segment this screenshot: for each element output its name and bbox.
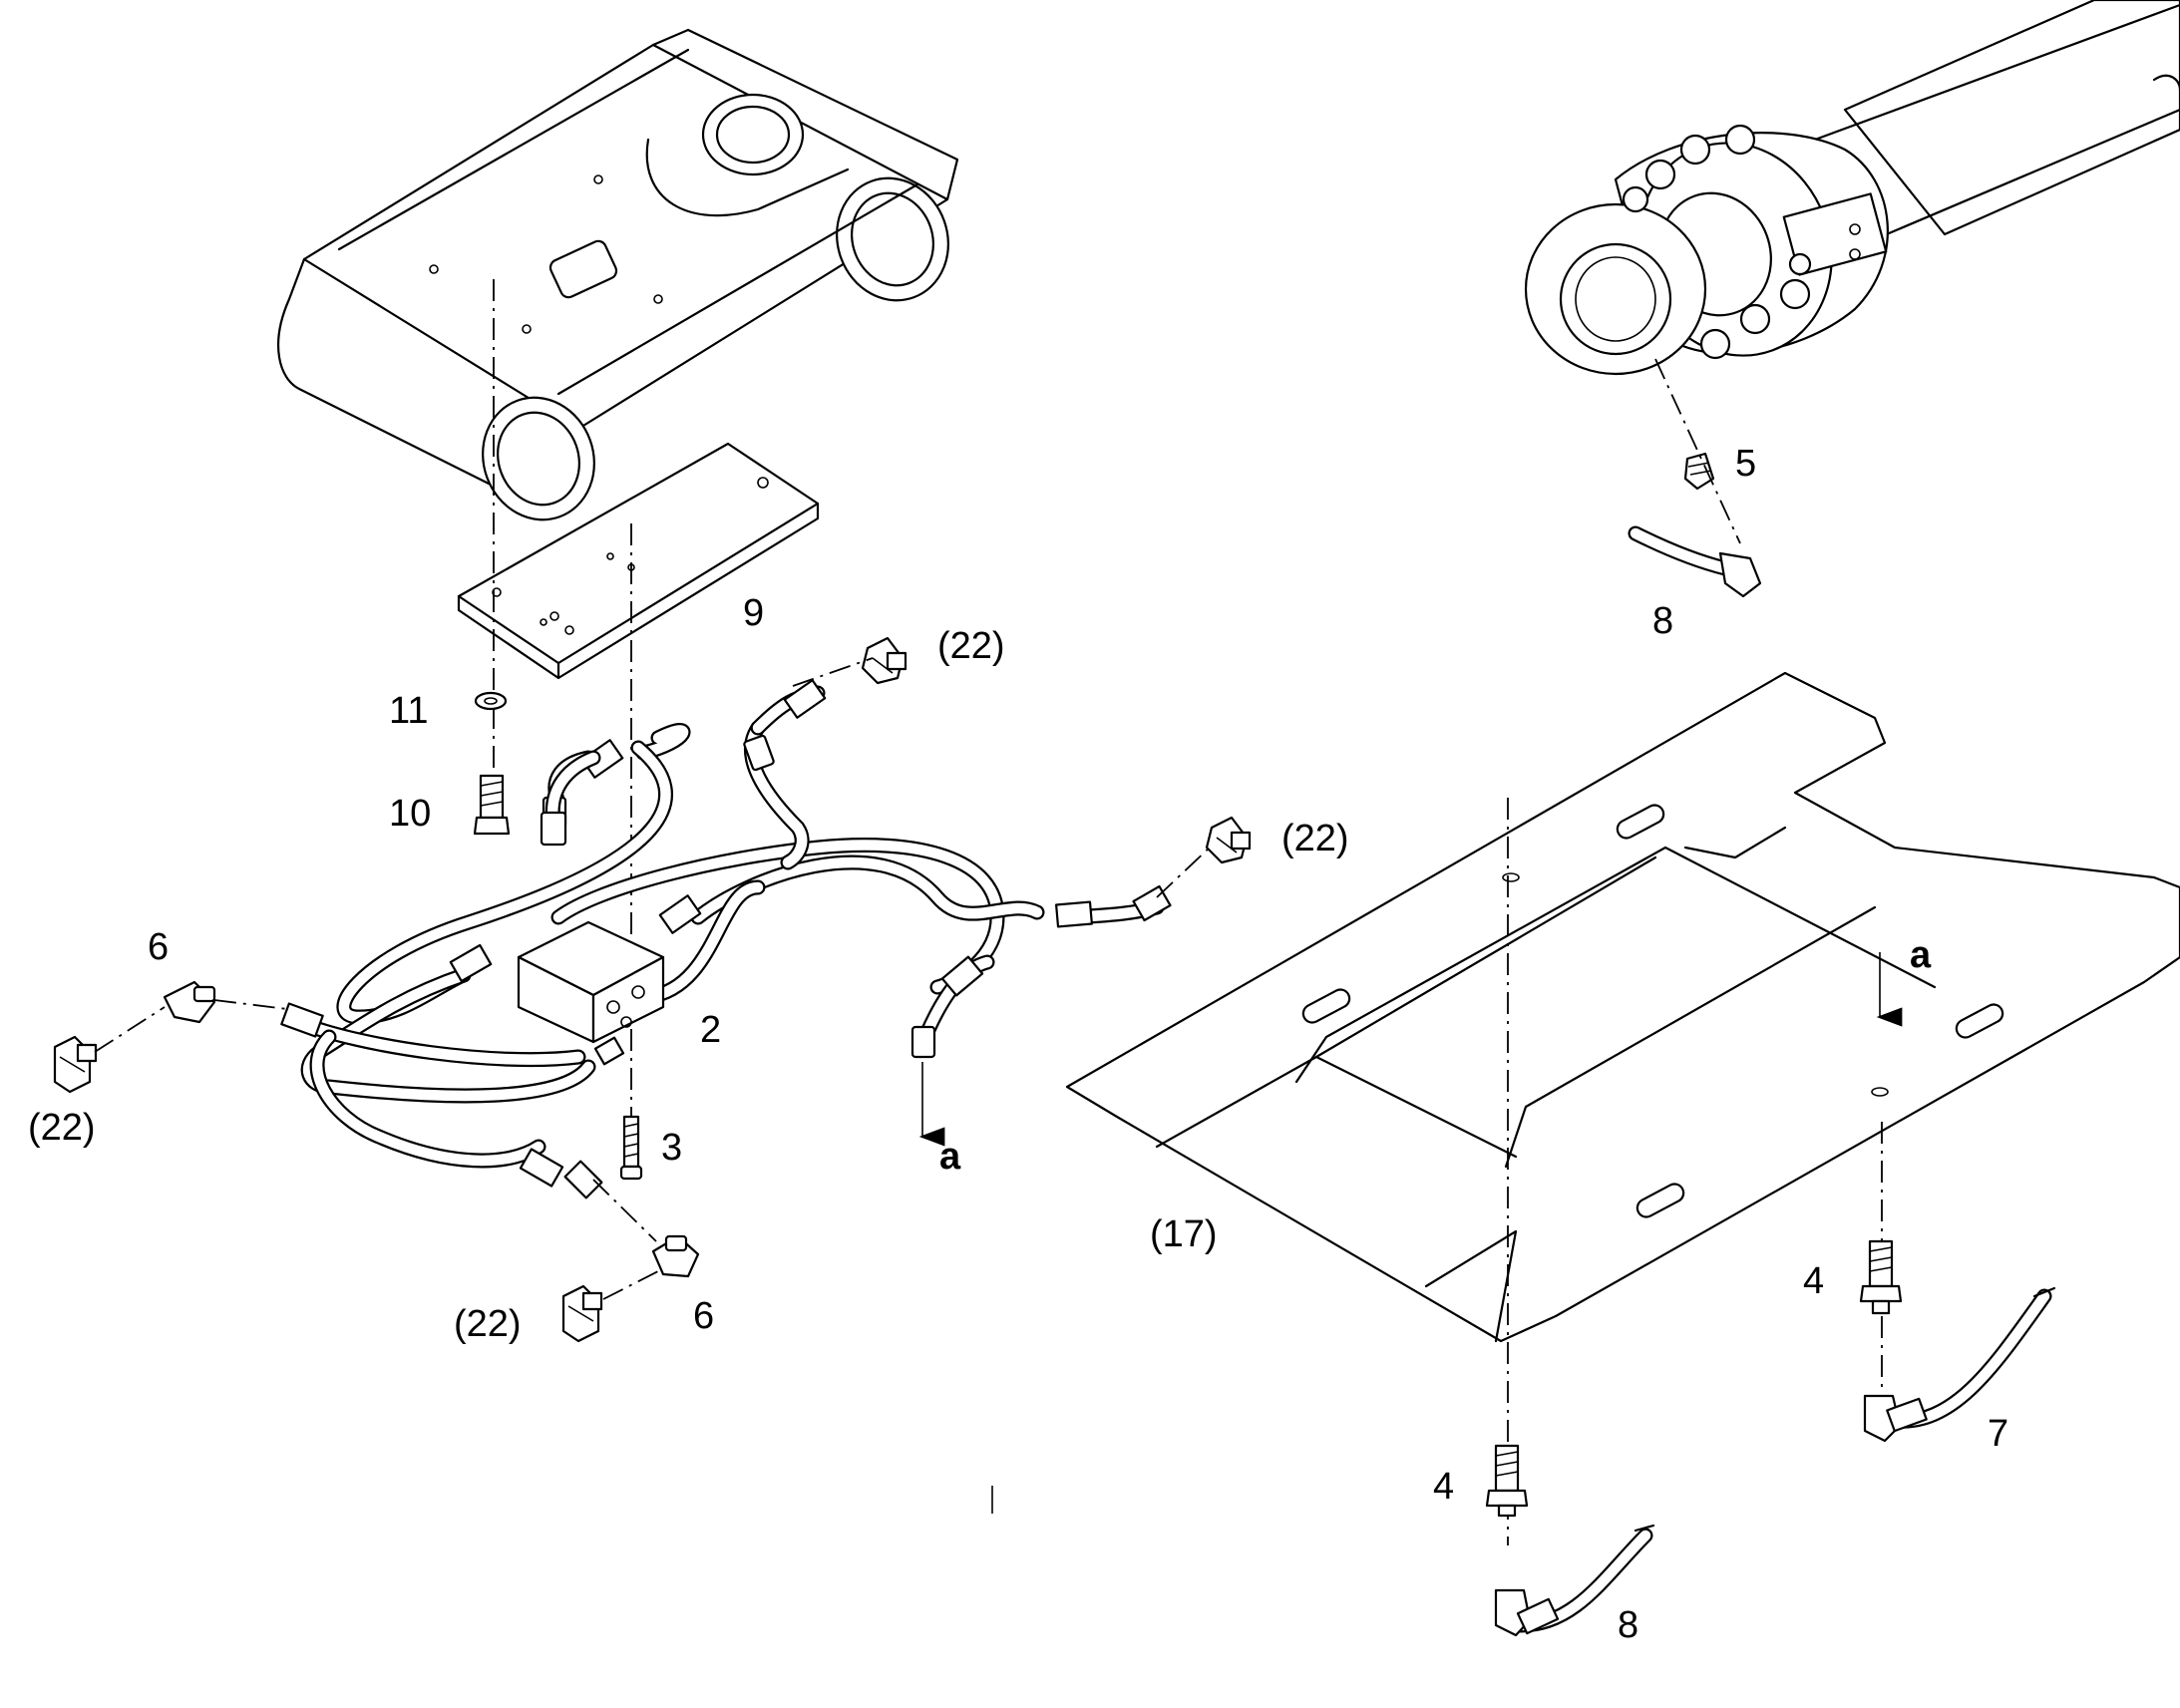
assembly-axis-lines-left xyxy=(493,279,632,1127)
elbow-hose-fitting xyxy=(540,750,601,847)
connection-dash-lines-left xyxy=(94,657,1213,1300)
label-part-8-top: 8 xyxy=(1652,600,1673,642)
label-part-7: 7 xyxy=(1988,1413,2008,1455)
label-part-22-top: (22) xyxy=(937,625,1005,667)
fitting-part-4-lower xyxy=(1485,1444,1529,1518)
elbow-part-6-bottom xyxy=(651,1234,700,1278)
label-part-6-left: 6 xyxy=(148,926,169,968)
hydraulic-cylinder xyxy=(1524,0,2180,376)
label-arrow-a-left: a xyxy=(939,1136,961,1178)
test-connector-22-bottom xyxy=(561,1284,603,1343)
axis-line-cylinder xyxy=(1654,358,1741,544)
label-part-22-left: (22) xyxy=(28,1107,96,1149)
fitting-part-5 xyxy=(1683,452,1715,491)
washer-part-11 xyxy=(474,691,508,711)
valve-block-part-2 xyxy=(517,920,665,1066)
label-part-11: 11 xyxy=(389,690,428,732)
label-part-5: 5 xyxy=(1735,443,1756,485)
bracket-frame xyxy=(277,28,959,521)
plate-part-9 xyxy=(457,442,820,680)
label-part-3: 3 xyxy=(661,1127,682,1169)
test-connector-22-left xyxy=(53,1035,98,1094)
hose-assembly-left xyxy=(291,685,1165,1169)
bolt-part-10 xyxy=(473,774,511,836)
callout-labels: 9 11 10 (22) (22) 6 (22) 2 3 (22) 6 a 5 … xyxy=(28,443,2008,1646)
label-part-9: 9 xyxy=(743,592,764,634)
hose-part-8-bottom xyxy=(1494,1524,1655,1637)
label-part-22-bottom: (22) xyxy=(454,1303,522,1345)
label-part-4-right: 4 xyxy=(1803,1260,1824,1302)
elbow-part-6-left xyxy=(163,980,216,1024)
guard-plate-part-17 xyxy=(1065,671,2180,1343)
label-part-2: 2 xyxy=(700,1009,721,1051)
label-part-8-bottom: 8 xyxy=(1618,1604,1638,1646)
label-part-10: 10 xyxy=(389,793,431,835)
label-part-22-right: (22) xyxy=(1281,818,1349,859)
screw-part-3 xyxy=(619,1115,643,1181)
label-arrow-a-right: a xyxy=(1910,934,1932,976)
label-part-6-bottom: 6 xyxy=(693,1295,714,1337)
test-connector-22-top xyxy=(861,636,908,685)
hose-part-8-top xyxy=(1628,525,1762,598)
hose-part-7 xyxy=(1863,1286,2056,1443)
test-connector-22-right xyxy=(1205,816,1252,864)
label-part-4-lower: 4 xyxy=(1433,1466,1454,1508)
fitting-part-4-right xyxy=(1859,1239,1903,1315)
label-part-17: (17) xyxy=(1150,1213,1218,1255)
